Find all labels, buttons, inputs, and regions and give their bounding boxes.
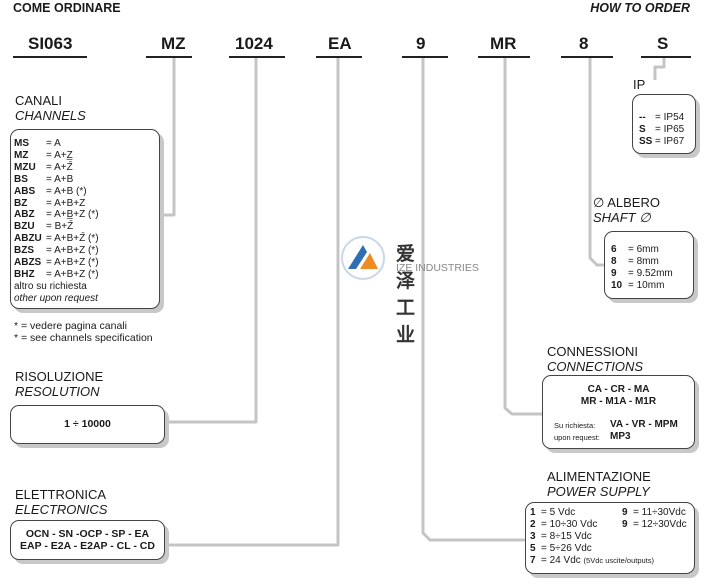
shaft-row: 9= 9.52mm: [611, 267, 673, 279]
channels-title-it: CANALI: [15, 93, 62, 108]
channel-row: BZS= A+B+Z (*): [14, 245, 99, 257]
header-title-en: HOW TO ORDER: [590, 1, 690, 15]
shaft-title-it: ∅ ALBERO: [593, 195, 660, 210]
code-segment-channels: MZ: [161, 34, 186, 53]
channel-row: MZU= A+Z̄: [14, 161, 73, 173]
channel-row: BHZ= A+B+Z (*): [14, 268, 99, 280]
electronics-title-en: ELECTRONICS: [15, 502, 108, 517]
channels-connector: [161, 58, 176, 217]
connections-title-it: CONNESSIONI: [547, 344, 639, 359]
code-segment-connections: MR: [490, 34, 517, 53]
code-underline: [478, 56, 530, 58]
connections-request-label-en: upon request:: [554, 433, 600, 442]
electronics-title-it: ELETTRONICA: [15, 487, 107, 502]
code-segment-ip: S: [657, 34, 669, 53]
code-segment-model: SI063: [28, 34, 73, 53]
shaft-heading: ∅ ALBERO SHAFT ∅: [593, 195, 660, 225]
watermark-text-en: IZE INDUSTRIES: [396, 262, 479, 274]
connections-connector: [503, 58, 542, 416]
channels-note-en: * = see channels specification: [14, 332, 153, 344]
header-title-it: COME ORDINARE: [13, 1, 121, 15]
resolution-heading: RISOLUZIONE RESOLUTION: [15, 369, 103, 399]
connections-request-line-2: MP3: [610, 431, 631, 442]
channel-row: BS= A+B: [14, 173, 74, 185]
ip-row: SS= IP67: [639, 135, 685, 147]
connections-line-1: CA - CR - MA: [587, 384, 650, 395]
ip-box: --= IP54 S= IP65 SS= IP67: [632, 94, 696, 154]
channel-row: ABS= A+B (*): [14, 185, 87, 197]
power-row: 9= 12÷30Vdc: [622, 518, 687, 530]
channel-row: MZ= A+Z̲: [14, 149, 73, 161]
channels-title-en: CHANNELS: [15, 108, 86, 123]
code-segment-power: 9: [416, 34, 426, 53]
electronics-line-2: EAP - E2A - E2AP - CL - CD: [20, 540, 155, 552]
power-row: 1= 5 Vdc: [530, 507, 576, 518]
channels-list: MS= A MZ= A+Z̲ MZU= A+Z̄ BS= A+B ABS= A+…: [11, 130, 159, 305]
code-underline: [316, 56, 362, 58]
connections-title-en: CONNECTIONS: [547, 359, 644, 374]
channels-footer-en: other upon request: [14, 292, 98, 304]
power-row: 5= 5÷26 Vdc: [530, 542, 592, 554]
connections-box: CA - CR - MA MR - M1A - M1R Su richiesta…: [542, 375, 695, 449]
resolution-title-it: RISOLUZIONE: [15, 369, 104, 384]
code-underline: [146, 56, 192, 58]
code-segment-resolution: 1024: [235, 34, 273, 53]
shaft-row: 8= 8mm: [611, 255, 659, 267]
code-underline: [402, 56, 448, 58]
power-note: (5Vdc uscite/outputs): [583, 555, 654, 565]
resolution-title-en: RESOLUTION: [15, 384, 100, 399]
shaft-connector: [588, 58, 606, 267]
electronics-box: OCN - SN -OCP - SP - EA EAP - E2A - E2AP…: [10, 520, 165, 560]
electronics-line-1: OCN - SN -OCP - SP - EA: [25, 528, 150, 540]
power-row: 7= 24 Vdc (5Vdc uscite/outputs): [530, 554, 654, 566]
connections-request-label-it: Su richiesta:: [554, 421, 596, 430]
code-segment-shaft: 8: [579, 34, 589, 53]
channel-row: MS= A: [14, 138, 61, 149]
power-connector: [421, 58, 527, 542]
channel-row: ABZU= A+B+Z̄ (*): [14, 233, 99, 245]
channels-footer-it: altro su richiesta: [14, 280, 87, 292]
channel-row: ABZS= A+B+Z (*): [14, 257, 99, 269]
ip-connector: [653, 58, 666, 80]
resolution-box: 1 ÷ 10000: [10, 405, 165, 444]
shaft-row: 10= 10mm: [611, 279, 665, 291]
connections-request-line-1: VA - VR - MPM: [610, 419, 678, 430]
resolution-value: 1 ÷ 10000: [64, 418, 111, 430]
channels-box: MS= A MZ= A+Z̲ MZU= A+Z̄ BS= A+B ABS= A+…: [10, 129, 160, 309]
channel-row: ABZ= A+B̲+Z (*): [14, 209, 99, 221]
power-heading: ALIMENTAZIONE POWER SUPPLY: [547, 469, 651, 499]
ip-row: S= IP65: [639, 123, 685, 135]
ip-row: --= IP54: [639, 112, 685, 123]
shaft-title-en: SHAFT ∅: [593, 210, 651, 225]
channel-row: BZ= A+B+Z: [14, 197, 86, 209]
channels-heading: CANALI CHANNELS: [15, 93, 86, 123]
watermark-text-cn: 爱泽工业: [396, 244, 417, 346]
ize-logo-icon: [341, 236, 385, 280]
power-box: 1= 5 Vdc 2= 10÷30 Vdc 3= 8÷15 Vdc 5= 5÷2…: [525, 502, 695, 574]
shaft-box: 6= 6mm 8= 8mm 9= 9.52mm 10= 10mm: [604, 231, 694, 299]
power-row: 3= 8÷15 Vdc: [530, 530, 592, 542]
channel-row: BZU= B+Z̄: [14, 221, 74, 233]
code-underline: [13, 56, 87, 58]
code-segment-electronics: EA: [328, 34, 352, 53]
channels-note-it: * = vedere pagina canali: [14, 320, 127, 332]
code-underline: [561, 56, 613, 58]
connections-heading: CONNESSIONI CONNECTIONS: [547, 344, 643, 374]
power-row: 9= 11÷30Vdc: [622, 507, 686, 518]
connections-line-2: MR - M1A - M1R: [580, 396, 657, 407]
power-title-it: ALIMENTAZIONE: [547, 469, 651, 484]
electronics-heading: ELETTRONICA ELECTRONICS: [15, 487, 107, 517]
electronics-connector: [166, 58, 340, 547]
resolution-connector: [166, 58, 258, 424]
shaft-row: 6= 6mm: [611, 244, 659, 255]
ip-title: IP: [633, 77, 646, 92]
code-underline: [641, 56, 691, 58]
code-underline: [229, 56, 285, 58]
power-title-en: POWER SUPPLY: [547, 484, 650, 499]
power-row: 2= 10÷30 Vdc: [530, 518, 598, 530]
